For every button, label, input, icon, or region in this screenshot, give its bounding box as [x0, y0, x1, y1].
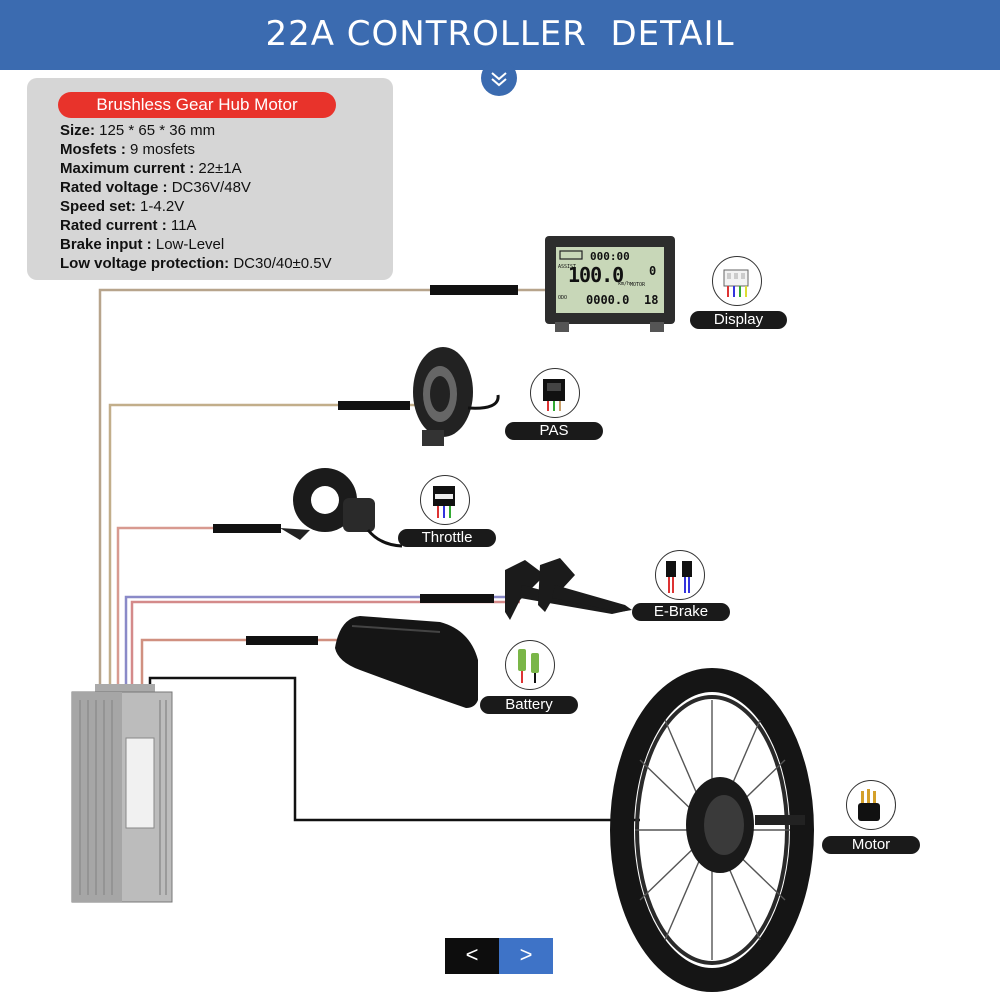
next-button[interactable]: > — [499, 938, 553, 974]
spec-title-badge: Brushless Gear Hub Motor — [58, 92, 336, 118]
spec-row-speed-set: Speed set: 1-4.2V — [60, 198, 185, 215]
ebrake-connector-icon — [655, 550, 705, 600]
page-title: 22A CONTROLLER DETAIL — [265, 14, 735, 54]
lcd-temp: 18 — [644, 293, 659, 307]
spec-row-rated-voltage: Rated voltage : DC36V/48V — [60, 179, 251, 196]
display-connector-icon — [712, 256, 762, 306]
spec-row-mosfets: Mosfets : 9 mosfets — [60, 141, 196, 158]
display-wire — [98, 288, 545, 690]
spec-list: Size: 125 * 65 * 36 mm Mosfets : 9 mosfe… — [60, 121, 390, 273]
motor-connector-icon — [846, 780, 896, 830]
display-cable-sleeve — [430, 285, 518, 295]
ebrake-cable-sleeve — [420, 594, 494, 603]
pas-connector-icon — [530, 368, 580, 418]
lcd-assist-label: ASSIST — [558, 264, 577, 270]
display-label: Display — [690, 311, 787, 329]
pas-cable-sleeve — [338, 401, 410, 410]
battery-label: Battery — [480, 696, 578, 714]
lcd-odo-label: ODO — [558, 295, 568, 301]
hub-motor-wheel — [610, 668, 814, 992]
throttle-label: Throttle — [398, 529, 496, 547]
lcd-level: 0 — [649, 264, 657, 278]
chevron-down-icon — [481, 60, 517, 96]
battery-connector-icon — [505, 640, 555, 690]
battery-pack — [335, 616, 478, 708]
pas-sensor — [413, 347, 500, 446]
motor-wire — [148, 676, 640, 822]
spec-row-brake-input: Brake input : Low-Level — [60, 236, 225, 253]
controller-box — [71, 684, 173, 903]
lcd-time: 000:00 — [590, 250, 630, 263]
throttle-cable-sleeve — [213, 524, 281, 533]
motor-label: Motor — [822, 836, 920, 854]
lcd-odo: 0000.0 — [586, 293, 630, 307]
lcd-speed: 100.0 — [568, 263, 624, 287]
spec-row-max-current: Maximum current : 22±1A — [60, 160, 242, 177]
pas-label: PAS — [505, 422, 603, 440]
lcd-motor-label: MOTOR — [630, 282, 646, 288]
spec-row-size: Size: 125 * 65 * 36 mm — [60, 122, 216, 139]
header-banner: 22A CONTROLLER DETAIL — [0, 0, 1000, 70]
prev-button[interactable]: < — [445, 938, 499, 974]
pas-wire — [108, 403, 430, 690]
lcd-screen: 000:00 ASSIST 100.0 km/h 0 MOTOR ODO 000… — [556, 247, 664, 313]
spec-row-rated-current: Rated current : 11A — [60, 217, 197, 234]
battery-cable-sleeve — [246, 636, 318, 645]
throttle-device — [280, 468, 403, 548]
spec-row-low-voltage: Low voltage protection: DC30/40±0.5V — [60, 255, 332, 272]
display-device — [545, 236, 675, 332]
ebrake-label: E-Brake — [632, 603, 730, 621]
lcd-unit: km/h — [618, 281, 631, 287]
throttle-connector-icon — [420, 475, 470, 525]
ebrake-levers — [505, 558, 632, 620]
battery-wire — [140, 638, 340, 690]
ebrake-wire — [124, 595, 520, 690]
